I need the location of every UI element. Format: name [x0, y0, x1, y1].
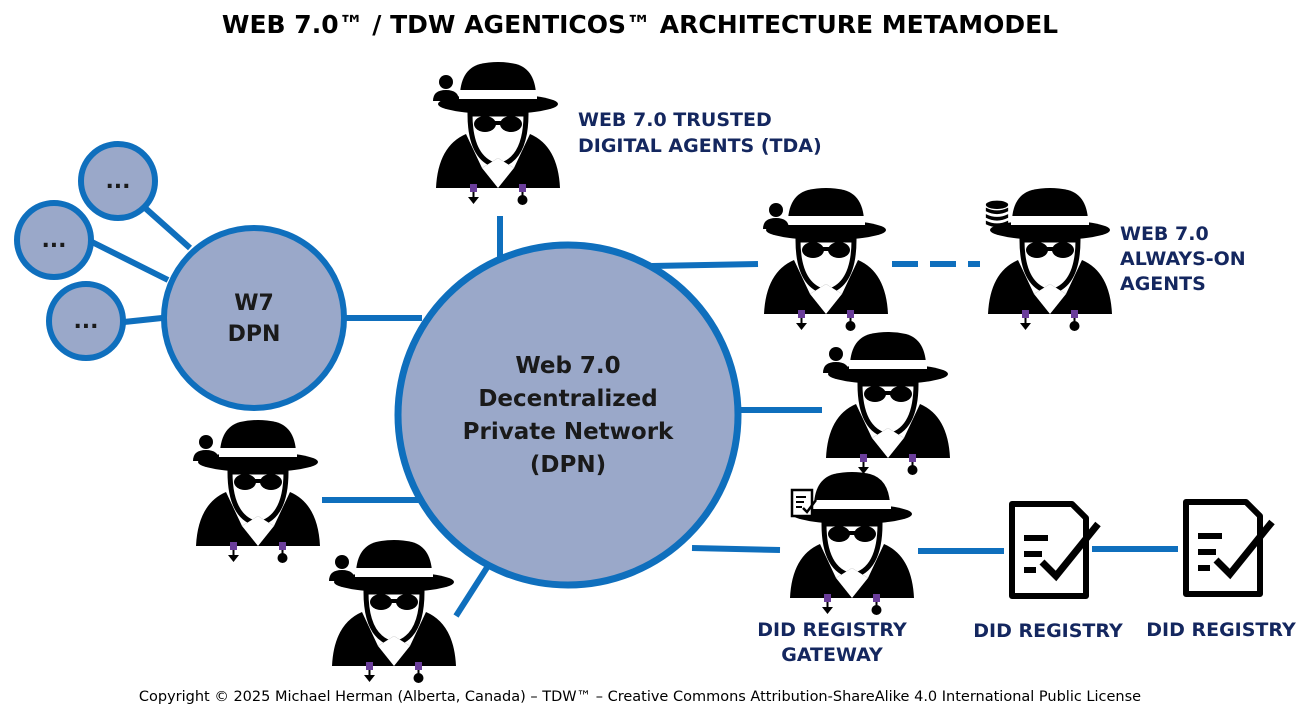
w7-dpn-line-1: W7 [234, 291, 274, 316]
spy-agent-icon [332, 540, 456, 683]
checklist-icon [790, 488, 818, 518]
always-on-label-line-1: WEB 7.0 [1120, 223, 1209, 245]
did-registry-document-icon [1012, 504, 1098, 596]
spy-agent-icon [826, 332, 950, 475]
person-icon [433, 75, 459, 101]
central-line-1: Web 7.0 [515, 353, 620, 379]
agent-tda-top [433, 62, 560, 205]
gateway-label-line-1: DID REGISTRY [757, 619, 907, 641]
central-dpn-node: Web 7.0 Decentralized Private Network (D… [394, 241, 742, 589]
peer-node-label: ... [41, 228, 66, 253]
tda-label-line-1: WEB 7.0 TRUSTED [578, 109, 772, 131]
agent-right-1 [763, 188, 888, 331]
agent-left [193, 420, 320, 563]
person-icon [193, 435, 219, 461]
link-agent-bottom [453, 564, 491, 618]
person-icon [763, 203, 789, 229]
always-on-agent [986, 188, 1112, 331]
database-icon [985, 200, 1009, 228]
person-icon [329, 555, 355, 581]
spy-agent-icon [436, 62, 560, 205]
connection-lines [90, 179, 1178, 618]
always-on-label-line-3: AGENTS [1120, 273, 1206, 295]
central-line-2: Decentralized [478, 386, 657, 412]
peer-node-label: ... [73, 309, 98, 334]
page-title: WEB 7.0™ / TDW AGENTICOS™ ARCHITECTURE M… [222, 10, 1058, 39]
peer-node-2: ... [14, 200, 94, 280]
registry-2-label: DID REGISTRY [1146, 619, 1296, 641]
agent-bottom [329, 540, 456, 683]
copyright-footer: Copyright © 2025 Michael Herman (Alberta… [139, 689, 1141, 705]
link-gateway [691, 545, 781, 553]
always-on-label-line-2: ALWAYS-ON [1120, 248, 1246, 270]
did-registry-document-icon [1186, 502, 1272, 594]
central-line-4: (DPN) [530, 452, 606, 478]
link-peer-2 [90, 239, 170, 283]
gateway-agent [790, 472, 914, 615]
peer-node-1: ... [78, 141, 158, 221]
tda-label-line-2: DIGITAL AGENTS (TDA) [578, 135, 822, 157]
peer-node-label: ... [105, 169, 130, 194]
gateway-label-line-2: GATEWAY [781, 644, 883, 666]
registry-1-label: DID REGISTRY [973, 620, 1123, 642]
w7-dpn-node: W7 DPN [161, 225, 347, 411]
spy-agent-icon [196, 420, 320, 563]
link-peer-3 [123, 315, 163, 325]
person-icon [823, 347, 849, 373]
peer-node-3: ... [46, 281, 126, 361]
link-agent-right-1 [651, 261, 759, 269]
w7-dpn-line-2: DPN [228, 322, 281, 347]
agent-right-2 [823, 332, 950, 475]
central-line-3: Private Network [463, 419, 674, 445]
